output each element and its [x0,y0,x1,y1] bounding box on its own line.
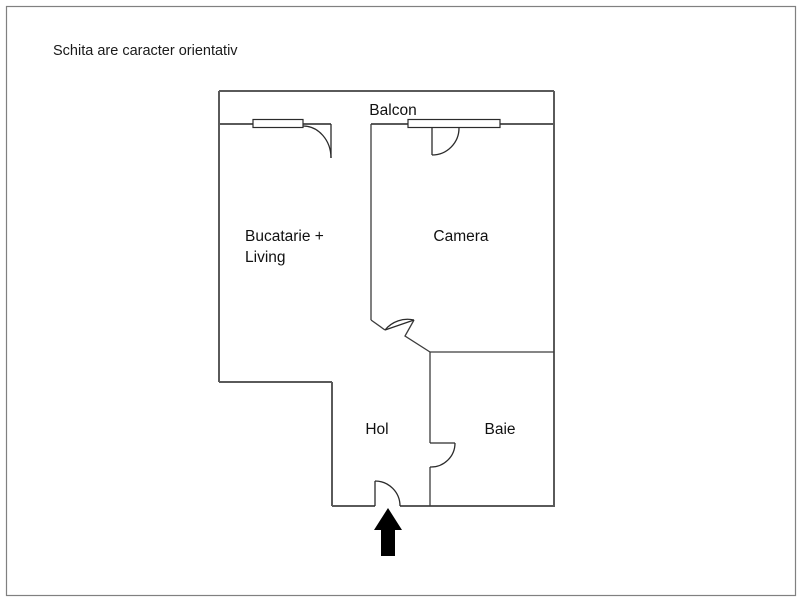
room-label-living: Living [245,249,286,266]
door-swing-arc-right [431,127,460,156]
window-panel-left [252,118,304,129]
window-panel-right [407,118,501,129]
door-swing-arc-left [302,125,332,159]
balcony-door-left [252,118,332,159]
wall-diagonal-upper [370,319,386,331]
door-swing-arc-camera-hol [384,318,415,331]
baie-door [429,442,456,468]
entrance-arrow-icon [374,508,402,556]
room-label-balcon: Balcon [369,102,416,119]
walls-group [218,90,555,507]
room-labels-group: Balcon Bucatarie + Living Camera Hol Bai… [245,102,516,438]
room-label-camera: Camera [433,228,489,245]
door-swing-arc-entrance [374,480,401,507]
room-label-baie: Baie [484,421,515,438]
camera-hol-door [384,318,415,331]
room-label-hol: Hol [365,421,388,438]
plan-caption: Schita are caracter orientativ [53,43,238,59]
wall-diagonal-lower [404,319,431,353]
entrance-door [374,480,401,507]
page-border [5,5,797,597]
door-swing-arc-baie [429,442,456,468]
balcony-door-right [407,118,501,156]
door-leaf-camera-hol [384,319,415,331]
room-label-bucatarie: Bucatarie + [245,228,324,245]
